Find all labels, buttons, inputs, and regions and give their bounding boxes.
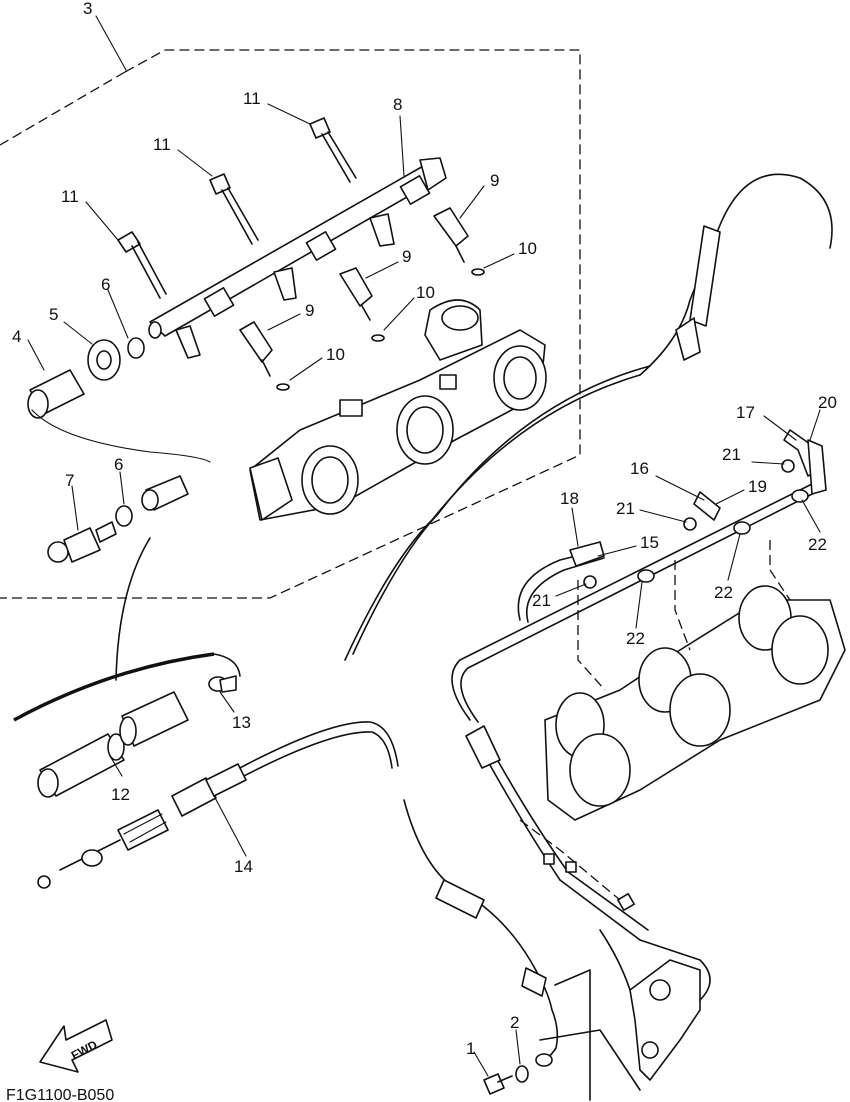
washer xyxy=(515,1065,529,1083)
hose-clamp xyxy=(733,521,751,535)
vent-hose xyxy=(451,479,825,941)
callout-22: 22 xyxy=(626,629,645,648)
fuel-injector xyxy=(433,207,469,263)
diagram-code: F1G1100-B050 xyxy=(6,1087,114,1102)
hose-clamp xyxy=(791,489,809,503)
callout-8: 8 xyxy=(393,95,402,114)
callout-6: 6 xyxy=(114,455,123,474)
callout-2: 2 xyxy=(510,1013,519,1032)
hose-elbow xyxy=(807,439,827,495)
alignment-line xyxy=(577,580,606,691)
callout-22: 22 xyxy=(808,535,827,554)
callout-10: 10 xyxy=(518,239,537,258)
callout-3: 3 xyxy=(83,0,92,18)
callout-11: 11 xyxy=(61,187,79,206)
callout-22: 22 xyxy=(714,583,733,602)
sleeve xyxy=(37,691,189,798)
callout-1: 1 xyxy=(466,1039,475,1058)
throttle-body xyxy=(249,299,547,521)
alignment-line xyxy=(769,540,791,601)
callout-21: 21 xyxy=(722,445,741,464)
alignment-line xyxy=(519,819,621,901)
hose-clamp xyxy=(127,337,145,359)
callout-14: 14 xyxy=(234,857,253,876)
callout-16: 16 xyxy=(630,459,649,478)
cylinder-head xyxy=(544,585,846,821)
callout-18: 18 xyxy=(560,489,579,508)
vent-cap xyxy=(683,517,697,531)
fuel-injector xyxy=(339,267,373,321)
fuel-hose xyxy=(27,369,211,463)
callout-12: 12 xyxy=(111,785,130,804)
callout-10: 10 xyxy=(416,283,435,302)
detail-inset xyxy=(13,652,241,722)
o-ring xyxy=(371,334,385,342)
vent-cap xyxy=(583,575,597,589)
bolt xyxy=(483,1073,513,1095)
detail-pointer xyxy=(115,537,151,681)
callout-21: 21 xyxy=(532,591,551,610)
bracket-line xyxy=(539,1029,641,1091)
callout-9: 9 xyxy=(305,301,314,320)
callout-4: 4 xyxy=(12,327,21,346)
callout-7: 7 xyxy=(65,471,74,490)
callout-6: 6 xyxy=(101,275,110,294)
hose-elbow xyxy=(693,491,721,521)
fwd-arrow-icon: FWD xyxy=(39,1019,113,1073)
o-ring xyxy=(276,383,290,391)
leader-lines xyxy=(27,15,821,1077)
sleeve-clip xyxy=(208,675,237,693)
cable-end xyxy=(535,1053,553,1067)
quick-connector xyxy=(47,521,117,563)
hose-elbow xyxy=(569,541,605,567)
rail-bolt xyxy=(209,173,259,245)
callout-13: 13 xyxy=(232,713,251,732)
subassembly-boundary xyxy=(0,49,581,599)
alignment-line xyxy=(674,560,691,651)
rail-bolt xyxy=(117,231,167,299)
hose-clamp xyxy=(637,569,655,583)
throttle-linkage xyxy=(543,853,711,1081)
callout-11: 11 xyxy=(153,135,171,154)
callout-11: 11 xyxy=(243,89,261,108)
callout-9: 9 xyxy=(402,247,411,266)
vent-cap xyxy=(781,459,795,473)
callout-17: 17 xyxy=(736,403,755,422)
rail-bolt xyxy=(309,117,357,183)
callout-15: 15 xyxy=(640,533,659,552)
callout-labels: 3 11 11 11 8 9 9 9 10 10 10 4 5 6 6 7 12… xyxy=(12,0,837,1058)
fuel-injector xyxy=(239,321,273,377)
callout-9: 9 xyxy=(490,171,499,190)
hose-fitting xyxy=(141,475,189,511)
callout-20: 20 xyxy=(818,393,837,412)
callout-5: 5 xyxy=(49,305,58,324)
grommet xyxy=(87,339,121,381)
bracket-line xyxy=(554,969,591,1101)
o-ring xyxy=(471,268,485,276)
callout-10: 10 xyxy=(326,345,345,364)
callout-19: 19 xyxy=(748,477,767,496)
fuel-rail xyxy=(148,157,447,359)
hose-clamp xyxy=(115,505,133,527)
throttle-cable xyxy=(37,173,833,1063)
callout-21: 21 xyxy=(616,499,635,518)
